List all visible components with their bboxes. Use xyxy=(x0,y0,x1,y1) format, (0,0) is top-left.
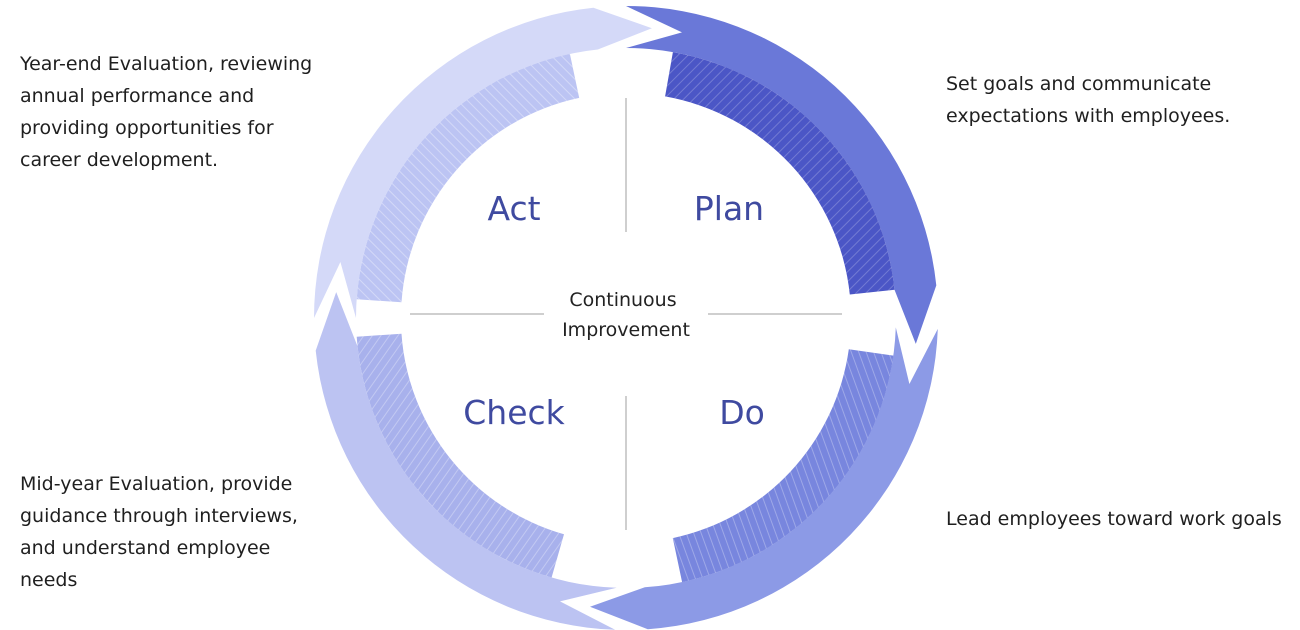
segment-plan xyxy=(626,6,937,344)
segment-check xyxy=(315,292,617,630)
segment-do xyxy=(590,327,938,630)
segment-act xyxy=(314,7,652,318)
description-do: Lead employees toward work goals xyxy=(946,508,1282,530)
center-label: Continuous Improvement xyxy=(562,289,690,341)
act-inner-hatch xyxy=(356,53,580,303)
plan-outer-arrow xyxy=(626,6,937,344)
plan-inner-hatch xyxy=(665,52,895,295)
description-act: Year-end Evaluation, reviewing annual pe… xyxy=(20,53,313,171)
phase-label-act: Act xyxy=(487,189,540,228)
check-outer-arrow xyxy=(315,292,617,630)
phase-label-do: Do xyxy=(719,393,765,432)
do-inner-hatch xyxy=(672,349,894,583)
description-plan: Set goals and communicate expectations w… xyxy=(946,73,1231,127)
phase-label-plan: Plan xyxy=(694,189,764,228)
check-inner-hatch xyxy=(356,333,564,578)
act-outer-arrow xyxy=(314,7,652,318)
quadrant-dividers xyxy=(410,98,842,530)
description-check: Mid-year Evaluation, provide guidance th… xyxy=(20,473,298,591)
phase-label-check: Check xyxy=(463,393,565,432)
do-outer-arrow xyxy=(590,327,938,630)
